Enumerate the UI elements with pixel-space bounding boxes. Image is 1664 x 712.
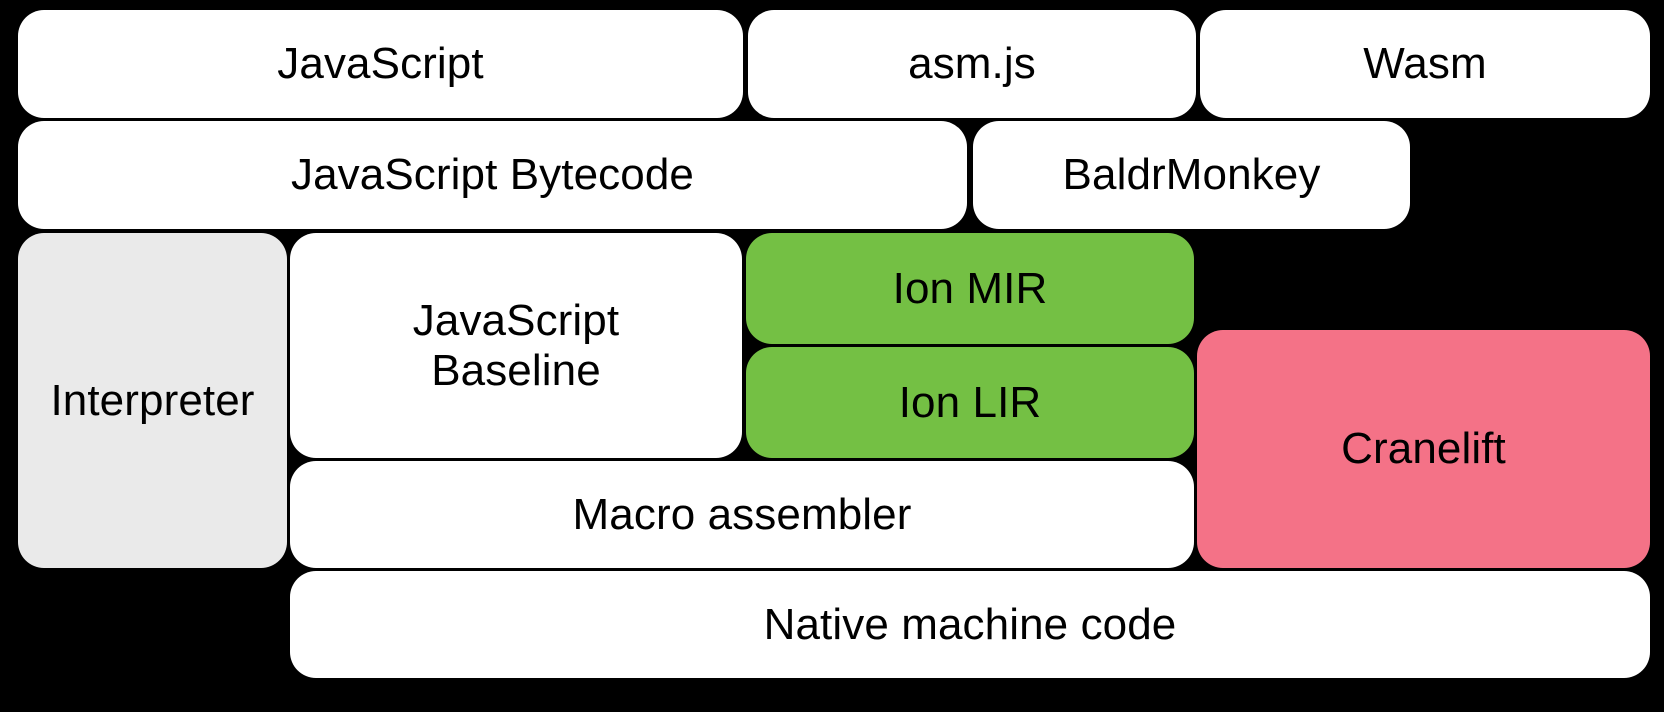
node-macro-assembler[interactable]: Macro assembler [290, 461, 1194, 568]
node-javascript[interactable]: JavaScript [18, 10, 743, 118]
node-interpreter[interactable]: Interpreter [18, 233, 287, 568]
node-javascript-bytecode[interactable]: JavaScript Bytecode [18, 121, 967, 229]
node-cranelift[interactable]: Cranelift [1197, 330, 1650, 568]
node-native-machine-code[interactable]: Native machine code [290, 571, 1650, 678]
node-baldrmonkey[interactable]: BaldrMonkey [973, 121, 1410, 229]
node-ion-lir[interactable]: Ion LIR [746, 347, 1194, 458]
node-ion-mir[interactable]: Ion MIR [746, 233, 1194, 344]
node-javascript-baseline[interactable]: JavaScript Baseline [290, 233, 742, 458]
node-asm-js[interactable]: asm.js [748, 10, 1196, 118]
node-wasm[interactable]: Wasm [1200, 10, 1650, 118]
